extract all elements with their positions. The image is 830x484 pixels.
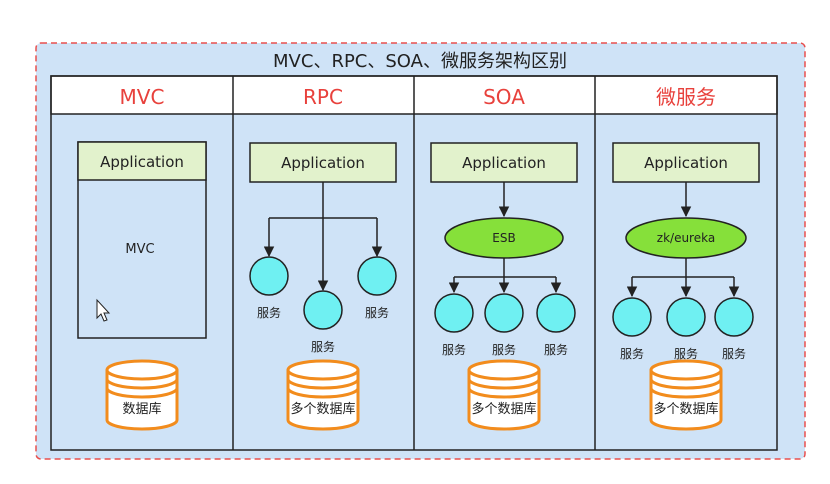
column-header-mvc: MVC (120, 85, 165, 109)
database-label: 多个数据库 (290, 401, 355, 417)
service-node (357, 256, 397, 296)
soa-column: Application ESB 服务 服务 服务 多个数据库 (430, 142, 578, 431)
service-label: 服务 (620, 346, 644, 361)
application-label: Application (281, 154, 365, 172)
database-label: 数据库 (122, 401, 161, 417)
application-box (77, 141, 207, 181)
service-label: 服务 (365, 305, 389, 320)
database-icon (467, 359, 541, 431)
service-label: 服务 (544, 342, 568, 357)
service-node (249, 256, 289, 296)
service-node (536, 293, 576, 333)
database-label: 多个数据库 (471, 401, 536, 417)
column-header-rpc: RPC (303, 85, 343, 109)
database-icon (286, 359, 360, 431)
service-label: 服务 (674, 346, 698, 361)
application-box (249, 142, 397, 183)
database-icon (105, 359, 179, 431)
mvc-column: Application MVC 数据库 (77, 141, 207, 431)
service-label: 服务 (492, 342, 516, 357)
mouse-cursor-icon (96, 298, 111, 322)
service-node (612, 297, 652, 337)
database-icon (649, 359, 723, 431)
esb-label: ESB (492, 231, 515, 245)
application-box (430, 142, 578, 183)
service-node (434, 293, 474, 333)
comparison-table (50, 75, 778, 451)
column-header-soa: SOA (483, 85, 525, 109)
service-node (303, 290, 343, 330)
service-label: 服务 (722, 346, 746, 361)
database-label: 多个数据库 (653, 401, 718, 417)
application-label: Application (644, 154, 728, 172)
service-node (666, 297, 706, 337)
application-label: Application (100, 153, 184, 171)
mvc-inner-label: MVC (125, 242, 154, 257)
service-label: 服务 (442, 342, 466, 357)
registry-label: zk/eureka (657, 231, 715, 245)
diagram-title: MVC、RPC、SOA、微服务架构区别 (273, 51, 567, 72)
service-node (714, 297, 754, 337)
microservice-column: Application zk/eureka 服务 服务 服务 多个数据库 (612, 142, 760, 431)
column-header-microservice: 微服务 (656, 85, 716, 109)
application-label: Application (462, 154, 546, 172)
rpc-column: Application 服务 服务 服务 多个数据库 (249, 142, 397, 431)
service-node (484, 293, 524, 333)
service-label: 服务 (311, 339, 335, 354)
service-label: 服务 (257, 305, 281, 320)
